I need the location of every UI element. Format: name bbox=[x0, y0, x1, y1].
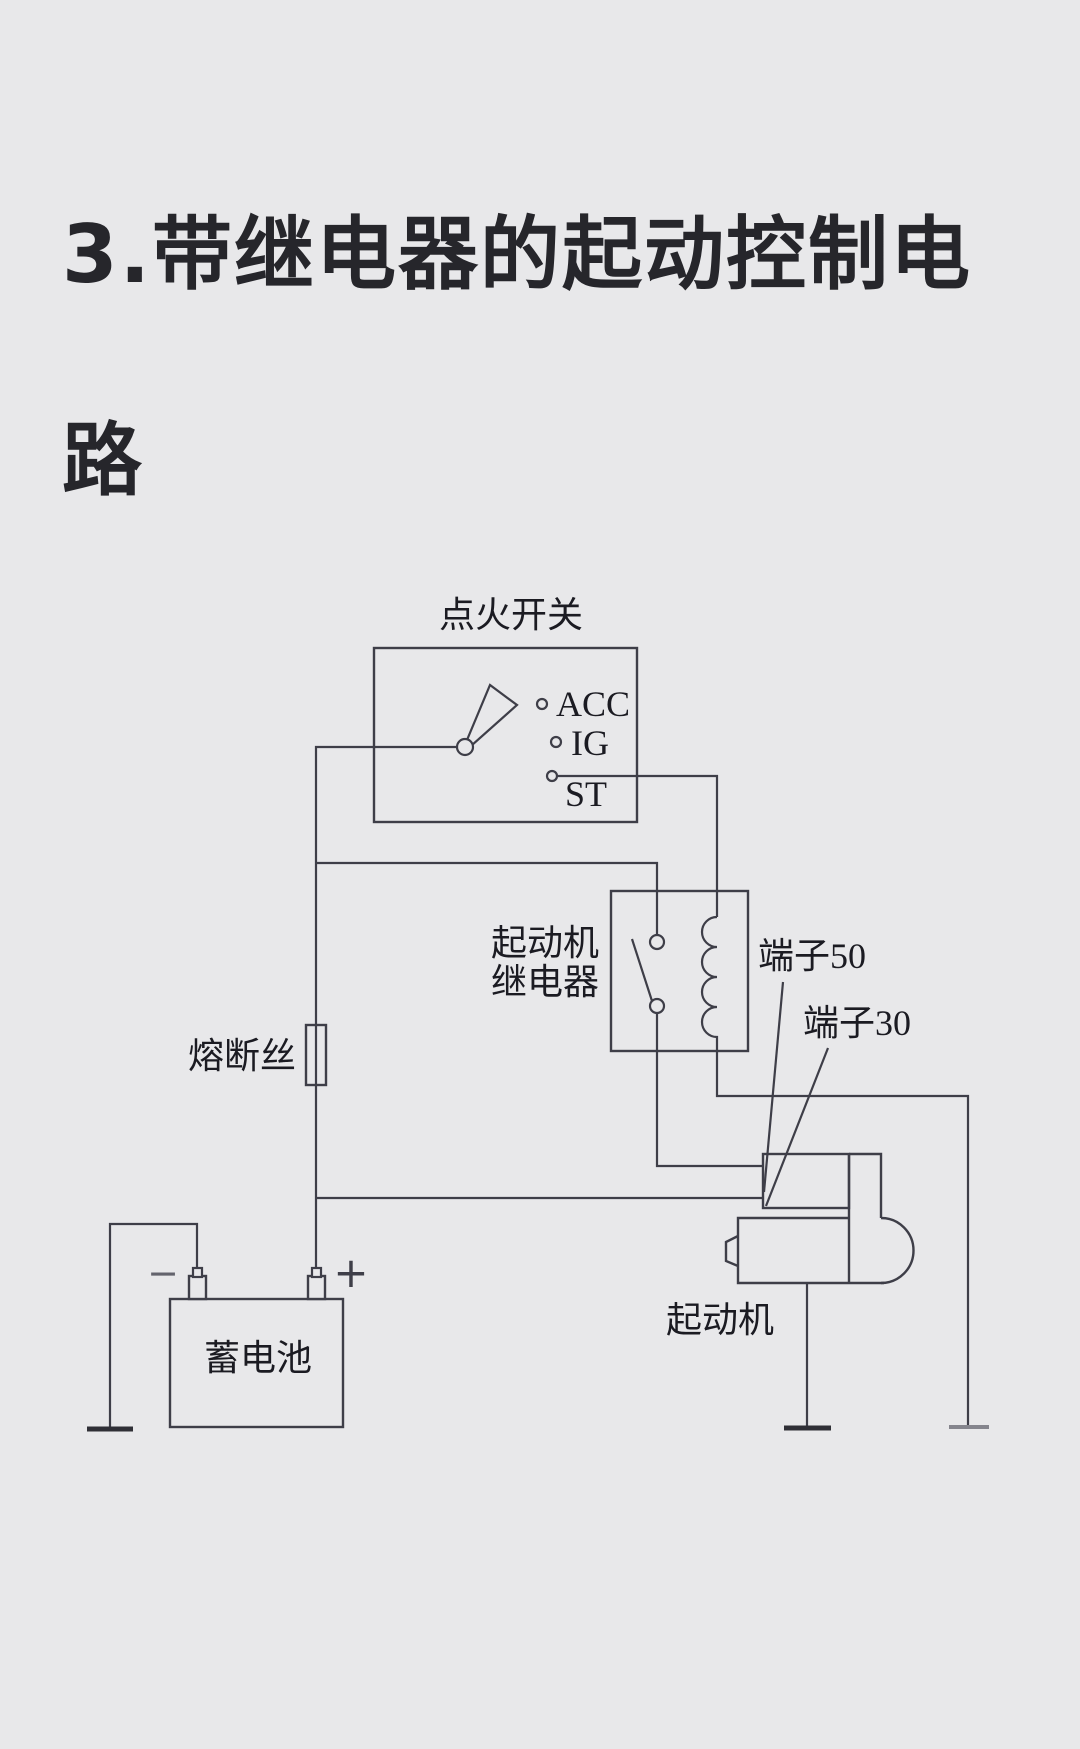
battery-plus-post-cap bbox=[310, 1266, 323, 1279]
fuse-symbol bbox=[304, 1023, 328, 1087]
relay-coil-and-ground-wire bbox=[700, 915, 970, 1427]
ignition-switch-label: 点火开关 bbox=[439, 595, 583, 635]
battery-plus-post bbox=[306, 1274, 327, 1301]
terminal-ig-label: IG bbox=[571, 723, 609, 763]
terminal30-leader-line bbox=[764, 1047, 830, 1207]
battery-label: 蓄电池 bbox=[204, 1338, 312, 1378]
relay-contact-bottom bbox=[648, 997, 666, 1015]
starter-right-section bbox=[849, 1152, 883, 1218]
relay-label-line1: 起动机 bbox=[491, 923, 599, 963]
terminal50-leader-line bbox=[762, 981, 785, 1193]
wire-relay-to-terminal50 bbox=[655, 1013, 763, 1168]
starter-relay-box bbox=[609, 889, 750, 1053]
battery-symbol bbox=[168, 1266, 345, 1429]
wire-st-to-coil bbox=[558, 774, 719, 917]
wire-battery-minus-ground bbox=[108, 1222, 199, 1427]
battery-box bbox=[168, 1297, 345, 1429]
starter-motor-symbol bbox=[724, 1152, 915, 1285]
starter-label: 起动机 bbox=[666, 1300, 774, 1340]
terminal50-label: 端子50 bbox=[758, 936, 866, 976]
battery-minus-post bbox=[187, 1274, 208, 1301]
starter-end-cap-arc bbox=[880, 1216, 915, 1285]
terminal-st-label: ST bbox=[565, 774, 607, 814]
ignition-switch-box bbox=[372, 646, 639, 824]
terminal30-label: 端子30 bbox=[803, 1003, 911, 1043]
terminal-acc-label: ACC bbox=[556, 684, 630, 724]
battery-minus-sign: − bbox=[147, 1251, 179, 1295]
terminal-st-contact bbox=[545, 769, 559, 783]
battery-plus-sign: + bbox=[333, 1248, 368, 1297]
terminal-ig-contact bbox=[549, 735, 563, 749]
page-title-line1: 3.带继电器的起动控制电 bbox=[62, 208, 973, 301]
relay-label-line2: 继电器 bbox=[491, 962, 599, 1002]
starter-nose bbox=[724, 1234, 739, 1268]
wire-battery-plus-riser bbox=[314, 745, 465, 1268]
ignition-key-lever bbox=[465, 683, 519, 748]
starter-body-box bbox=[736, 1216, 884, 1285]
fuse-label: 熔断丝 bbox=[188, 1036, 296, 1076]
wire-relay-contact-feed bbox=[316, 861, 659, 935]
battery-minus-post-cap bbox=[191, 1266, 204, 1279]
ignition-pivot-point bbox=[455, 737, 475, 757]
terminal-acc-contact bbox=[535, 697, 549, 711]
page-title-line2: 路 bbox=[62, 414, 144, 507]
relay-armature bbox=[630, 938, 654, 1002]
relay-contact-top bbox=[648, 933, 666, 951]
